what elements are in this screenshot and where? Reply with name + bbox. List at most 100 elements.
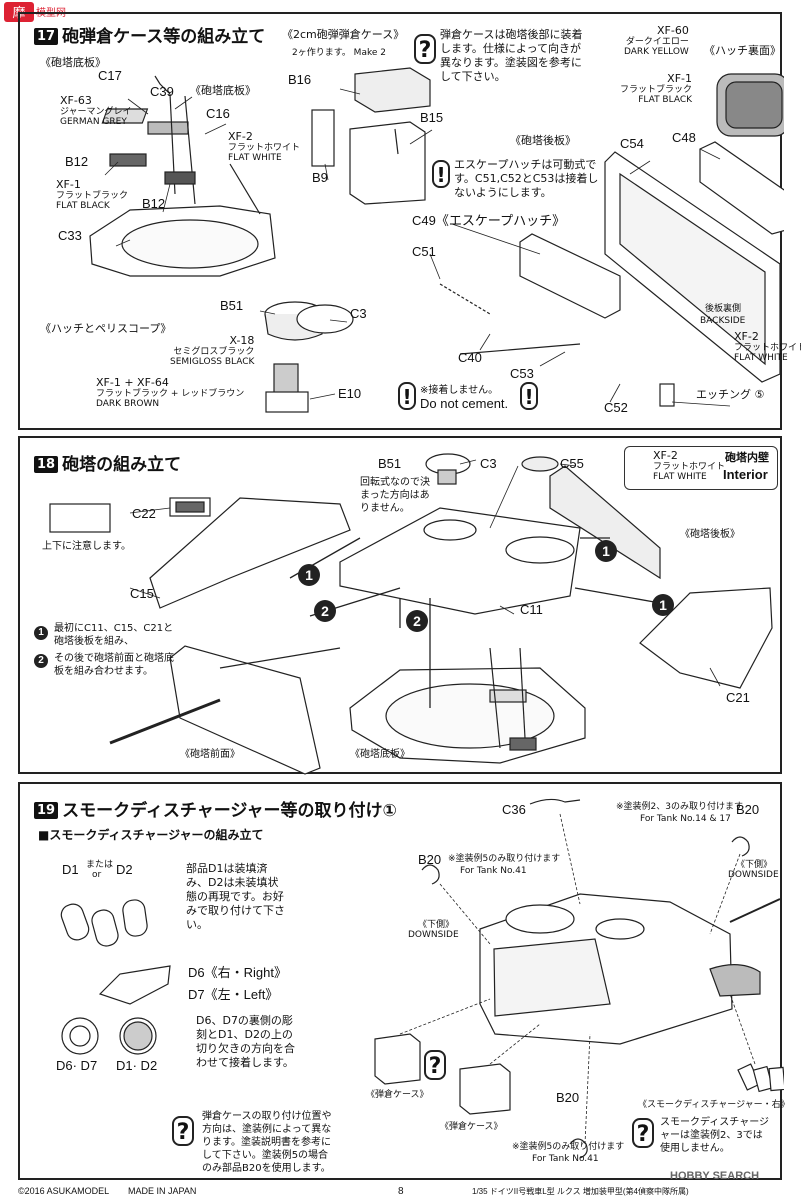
- downside-jp-a: 《下側》: [736, 860, 773, 870]
- interior-paint: XF-2 フラットホワイト FLAT WHITE: [653, 449, 725, 482]
- label-d1-d2: D1· D2: [116, 1058, 158, 1073]
- downside-jp-b: 《下側》: [418, 920, 455, 930]
- paint-en: FLAT WHITE: [653, 472, 707, 482]
- paint-jp: フラットホワイト: [734, 343, 801, 353]
- turret-front-label: 《砲塔前面》: [180, 749, 240, 760]
- warning-icon-2: !: [398, 382, 416, 410]
- section-19-title-text: スモークディスチャージャー等の取り付け①: [62, 801, 397, 821]
- section-17-title-text: 砲弾倉ケース等の組み立て: [62, 27, 266, 47]
- rotate-note: 回転式なので決まった方向はありません。: [360, 477, 430, 514]
- paint-code: XF-63: [60, 94, 92, 107]
- ammo-case-note: 弾倉ケースは砲塔後部に装着します。仕様によって向きが異なります。塗装図を参考にし…: [440, 28, 583, 83]
- step-2-legend-icon: 2: [34, 654, 48, 668]
- part-c11: C11: [520, 602, 543, 617]
- section-19-number: 19: [34, 802, 59, 819]
- part-b20-c: B20: [556, 1090, 580, 1105]
- paint-x18: X-18 セミグロスブラック SEMIGLOSS BLACK: [170, 334, 255, 367]
- paint-jp: フラットホワイト: [228, 143, 301, 153]
- part-b20-b: B20: [418, 852, 442, 867]
- d6d7-note: D6、D7の裏側の彫刻とD1、D2の上の切り欠きの方向を合わせて接着します。: [196, 1014, 295, 1069]
- paint-jp: セミグロスブラック: [173, 347, 255, 357]
- part-b12-b: B12: [142, 196, 166, 211]
- warning-icon: !: [432, 160, 450, 188]
- part-c3: C3: [480, 456, 497, 471]
- escape-hatch-note: エスケープハッチは可動式です。C51,C52とC53は接着しないようにします。: [454, 158, 599, 199]
- footer-copyright: ©2016 ASUKAMODEL: [18, 1186, 110, 1196]
- part-c55: C55: [560, 456, 584, 471]
- paint-jp: フラットブラック: [56, 191, 129, 201]
- part-c40: C40: [458, 350, 482, 365]
- part-d1: D1: [62, 862, 79, 877]
- part-b16: B16: [288, 72, 312, 87]
- part-b12-a: B12: [65, 154, 89, 169]
- part-b9: B9: [312, 170, 328, 185]
- section-17-number: 17: [34, 28, 59, 45]
- part-b15: B15: [420, 110, 444, 125]
- paint-en: DARK BROWN: [96, 399, 160, 409]
- rear-plate-title: 《砲塔後板》: [510, 134, 576, 147]
- part-b20-a: B20: [736, 802, 760, 817]
- paint-code: XF-1 + XF-64: [96, 376, 169, 389]
- paint-code: XF-1: [667, 72, 693, 85]
- part-b51: B51: [220, 298, 244, 313]
- step-2-note: その後で砲塔前面と砲塔底板を組み合わせます。: [54, 653, 174, 677]
- paint-xf1-xf64: XF-1 + XF-64 フラットブラック + レッドブラウン DARK BRO…: [96, 376, 245, 409]
- paint-en: FLAT WHITE: [228, 153, 282, 163]
- part-c15: C15: [130, 586, 154, 601]
- paint-xf63: XF-63 ジャーマングレイ GERMAN GREY: [60, 94, 132, 127]
- paint-xf1-a: XF-1 フラットブラック FLAT BLACK: [56, 179, 129, 211]
- smoke-subtitle: ■スモークディスチャージャーの組み立て: [38, 828, 264, 842]
- ammo-case-title: 《2cm砲弾弾倉ケース》: [282, 28, 405, 41]
- step-2-marker-b: 2: [406, 610, 428, 632]
- paint-code: XF-2: [653, 449, 678, 462]
- question-icon-3: ?: [632, 1118, 654, 1148]
- paint-en: FLAT BLACK: [638, 95, 693, 105]
- step-1-legend-icon: 1: [34, 626, 48, 640]
- b20b-note-en: For Tank No.41: [460, 866, 527, 876]
- part-c17: C17: [98, 68, 122, 83]
- part-c48: C48: [672, 130, 696, 145]
- part-d7: D7《左・Left》: [188, 987, 279, 1002]
- paint-xf60: XF-60 ダークイエロー DARK YELLOW: [624, 24, 689, 57]
- footer-product: 1/35 ドイツII号戦車L型 ルクス 増加装甲型(第4偵察中隊所属): [472, 1187, 689, 1196]
- no-cement-jp: ※接着しません。: [420, 385, 499, 396]
- b20a-note-jp: ※塗装例2、3のみ取り付けます: [616, 802, 743, 812]
- paint-en: DARK YELLOW: [624, 47, 689, 57]
- paint-jp: フラットブラック + レッドブラウン: [96, 389, 245, 399]
- paint-jp: フラットブラック: [620, 85, 693, 95]
- downside-en-a: DOWNSIDE: [728, 870, 779, 880]
- turret-floor-label: 《砲塔底板》: [350, 749, 410, 760]
- paint-code: XF-60: [656, 24, 689, 37]
- or-en: or: [92, 870, 102, 880]
- paint-en: GERMAN GREY: [60, 117, 127, 127]
- paint-code: XF-2: [228, 130, 253, 143]
- ammo-case-label-a: 《弾倉ケース》: [366, 1090, 429, 1100]
- b20c-note-en: For Tank No.41: [532, 1154, 599, 1164]
- paint-xf1-b: XF-1 フラットブラック FLAT BLACK: [620, 72, 693, 105]
- part-c21: C21: [726, 690, 750, 705]
- label-d6-d7: D6· D7: [56, 1058, 98, 1073]
- interior-paint-box: XF-2 フラットホワイト FLAT WHITE 砲塔内壁 Interior: [624, 446, 778, 490]
- ammo-case-label-b: 《弾倉ケース》: [440, 1122, 503, 1132]
- section-19-drawings: [60, 798, 784, 1159]
- question-icon: ?: [424, 1050, 446, 1080]
- interior-label-jp: 砲塔内壁: [725, 451, 769, 464]
- rear-plate-label: 《砲塔後板》: [680, 529, 740, 540]
- paint-jp: ダークイエロー: [625, 37, 689, 47]
- part-b51: B51: [378, 456, 402, 471]
- smoke-usage-note: スモークディスチャージャーは塗装例2、3では使用しません。: [660, 1117, 769, 1154]
- section-18-number: 18: [34, 456, 59, 473]
- part-d6: D6《右・Right》: [188, 965, 287, 980]
- paint-xf2-b: XF-2 フラットホワイト FLAT WHITE: [734, 330, 801, 363]
- warning-icon-3: !: [520, 382, 538, 410]
- paint-code: X-18: [229, 334, 255, 347]
- backside-en: BACKSIDE: [700, 316, 746, 326]
- paint-code: XF-2: [734, 330, 759, 343]
- section-18-title-text: 砲塔の組み立て: [62, 455, 182, 475]
